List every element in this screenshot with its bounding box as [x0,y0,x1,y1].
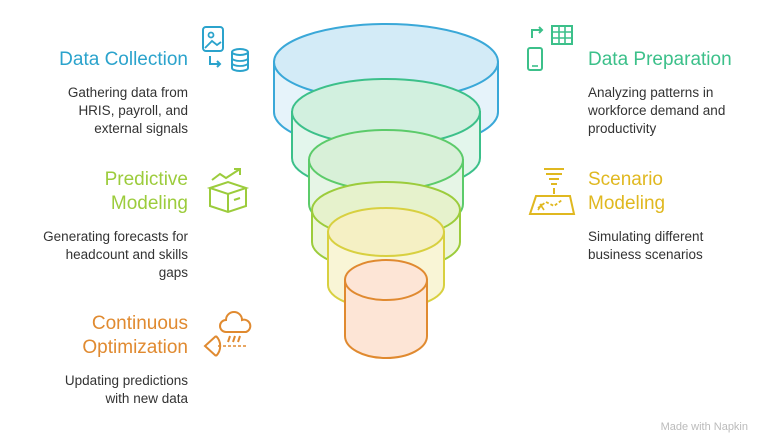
predictive-modeling-description: Generating forecasts for headcount and s… [43,229,188,280]
tornado-map-icon [524,166,576,218]
data-collection-description: Gathering data from HRIS, payroll, and e… [67,85,188,136]
data-preparation-description: Analyzing patterns in workforce demand a… [588,85,726,136]
scenario-modeling-title: Scenario Modeling [588,169,666,214]
image-to-database-icon [200,24,252,74]
data-collection-title: Data Collection [59,49,188,70]
cloud-rain-icon [200,310,252,362]
continuous-optimization-title: Continuous Optimization [82,313,188,358]
funnel-layer-6 [344,259,428,359]
predictive-modeling-title: Predictive Modeling [104,169,188,214]
data-preparation-title: Data Preparation [588,49,732,70]
scenario-modeling-description: Simulating different business scenarios [588,229,704,262]
watermark: Made with Napkin [660,421,748,433]
box-trend-up-icon [204,166,252,216]
phone-to-table-icon [524,22,576,74]
continuous-optimization-description: Updating predictions with new data [64,373,188,406]
